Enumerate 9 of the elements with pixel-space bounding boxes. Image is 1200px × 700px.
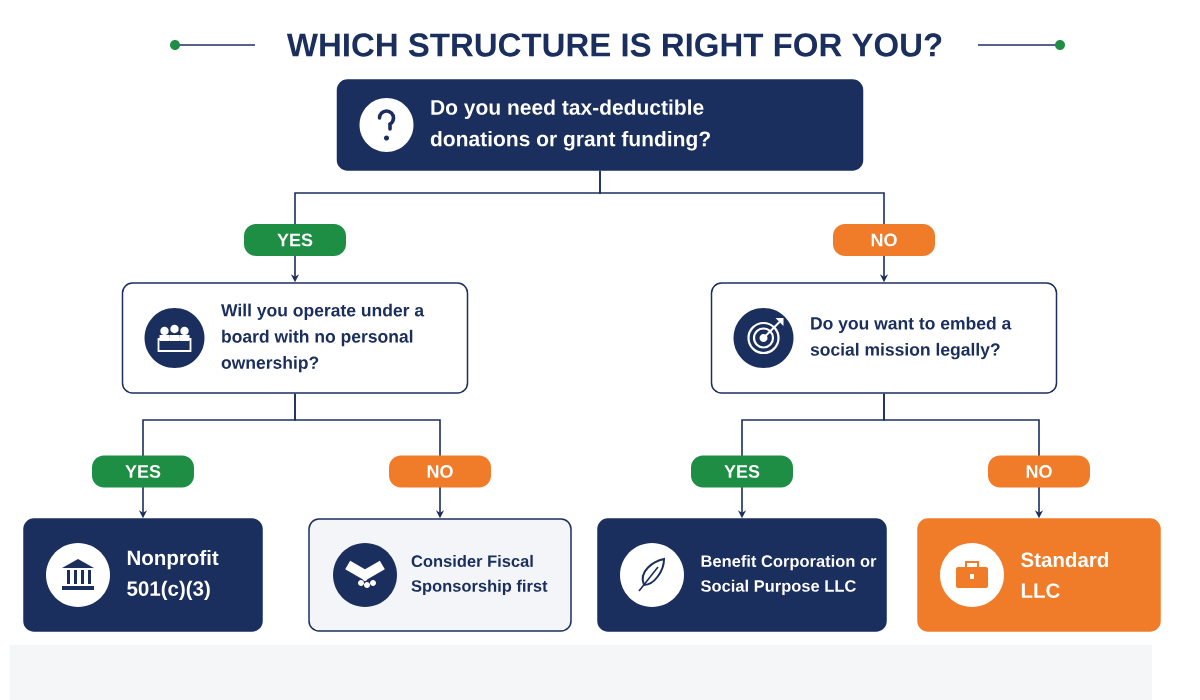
title: WHICH STRUCTURE IS RIGHT FOR YOU? — [286, 33, 942, 57]
decision-box: Do you need tax-deductible donations or grant funding? — [336, 79, 864, 171]
decision-box: Will you operate under a board with no personal ownership? — [121, 282, 469, 394]
decision-box: Benefit Corporation or Social Purpose LLC — [597, 518, 887, 632]
edge-label: NO — [389, 455, 491, 488]
decision-box: Do you want to embed a social mission legally? — [710, 282, 1058, 394]
edge-label: YES — [691, 455, 793, 488]
edge-label: NO — [988, 455, 1090, 488]
edge-label: YES — [92, 455, 194, 488]
